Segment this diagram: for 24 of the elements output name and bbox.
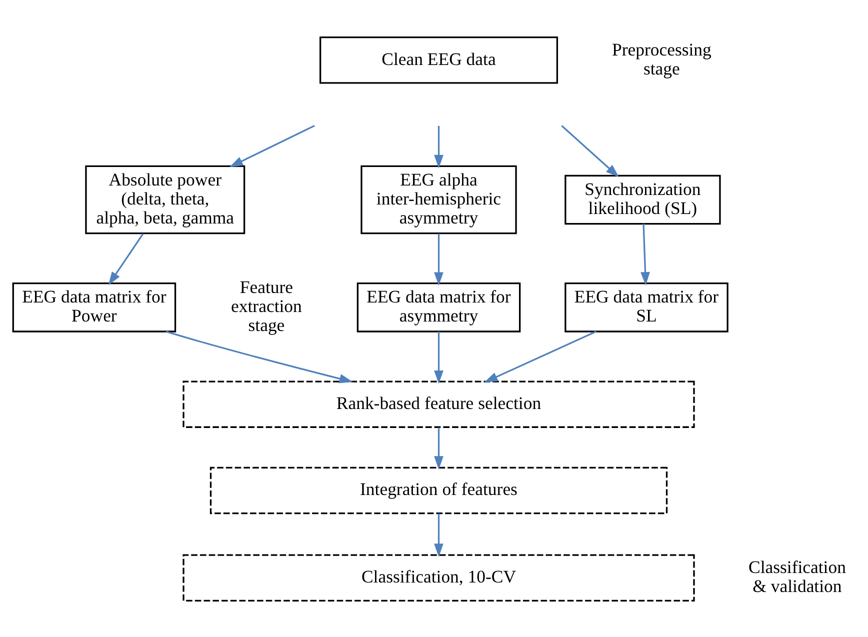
arrow xyxy=(434,427,444,470)
arrow xyxy=(434,513,444,557)
arrow xyxy=(166,330,353,383)
node-box: EEG data matrix for SL xyxy=(564,282,728,332)
node-box: Integration of features xyxy=(210,466,668,514)
label: Classification & validation xyxy=(748,556,846,596)
node-box: EEG alpha inter-hemispheric asymmetry xyxy=(360,164,517,234)
arrow xyxy=(434,233,444,286)
label: Feature extraction stage xyxy=(231,276,302,335)
node-box: EEG data matrix for Power xyxy=(12,282,176,332)
arrow xyxy=(561,124,620,177)
node-box: Classification, 10-CV xyxy=(182,554,695,601)
node-box: Absolute power (delta, theta, alpha, beta, gamma xyxy=(85,164,246,234)
arrow xyxy=(108,232,144,285)
arrow xyxy=(484,330,597,382)
node-box: Clean EEG data xyxy=(319,36,558,84)
arrow xyxy=(434,331,444,384)
label: Preprocessing stage xyxy=(612,38,712,78)
node-box: EEG data matrix for asymmetry xyxy=(356,282,521,332)
arrow xyxy=(640,223,650,286)
node-box: Synchronization likelihood (SL) xyxy=(564,174,721,224)
arrow xyxy=(229,124,315,167)
node-box: Rank-based feature selection xyxy=(182,380,695,428)
arrow xyxy=(434,125,444,168)
